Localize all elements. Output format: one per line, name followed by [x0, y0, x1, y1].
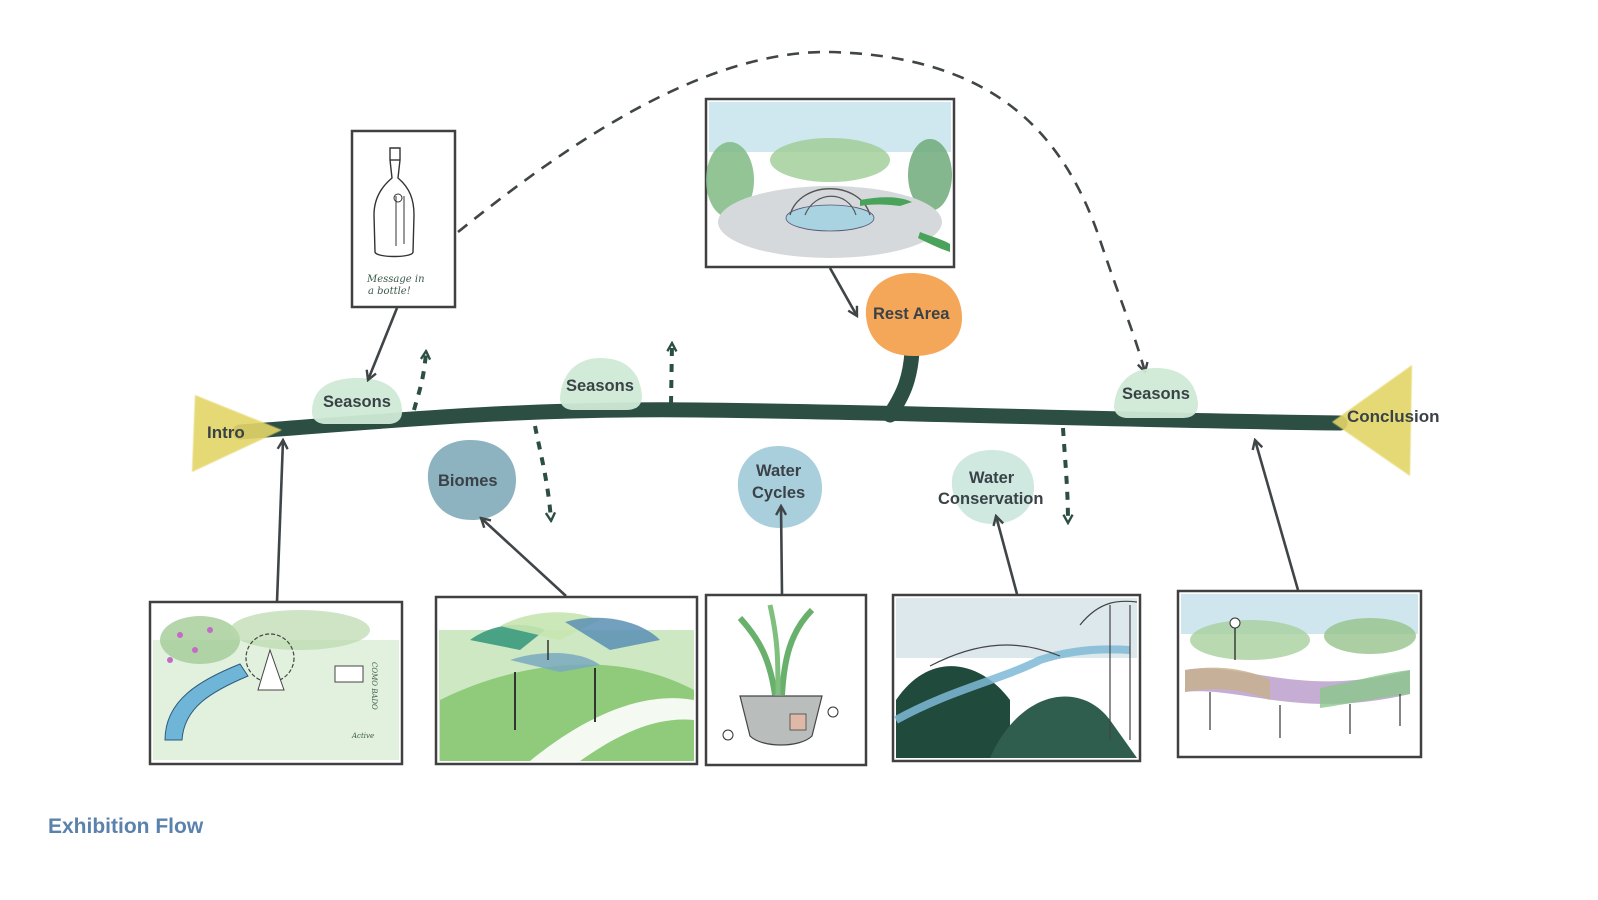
seasons-label-1: Seasons — [323, 393, 391, 411]
rest-area-blob — [865, 273, 962, 356]
biomes-blob — [427, 440, 516, 520]
bottle-sketch-icon — [373, 147, 415, 258]
conclusion-label: Conclusion — [1347, 407, 1440, 426]
intro-label: Intro — [207, 423, 245, 442]
arrow-bottle-to-seasons — [368, 307, 399, 380]
water-cycles-blob — [737, 446, 822, 528]
seasons-label-2: Seasons — [566, 377, 634, 395]
arrow-biomes-image-to-biomes — [481, 518, 567, 597]
diagram-caption: Exhibition Flow — [48, 815, 204, 838]
dashed-flow-arc — [457, 50, 1145, 372]
intro-triangle — [192, 395, 282, 472]
water-conservation-illustration — [891, 593, 1142, 763]
arrow-intro-image-to-intro — [275, 440, 283, 603]
arrow-water-conservation-image — [996, 516, 1019, 595]
bottle-sketch-card: Message in a bottle! — [350, 129, 457, 309]
water-cycles-label-line2: Cycles — [752, 484, 805, 502]
bottle-note-line2: a bottle! — [368, 286, 411, 297]
arrow-rest-image-to-rest-area — [828, 267, 857, 316]
seasons-blob-1 — [312, 378, 402, 424]
biomes-label: Biomes — [438, 472, 498, 490]
water-conservation-label-line2: Conservation — [938, 490, 1043, 508]
conclusion-triangle — [1332, 365, 1412, 476]
rest-area-stem — [882, 344, 920, 423]
rest-area-illustration — [704, 97, 956, 269]
seasons-blob-2 — [560, 358, 642, 410]
biomes-illustration — [434, 595, 699, 766]
seasons-blob-3 — [1114, 368, 1198, 418]
bottle-note-line1: Message in — [366, 274, 425, 285]
branch-arrow-down-1 — [533, 425, 551, 520]
branch-arrow-up-1 — [412, 352, 426, 411]
water-conservation-blob — [951, 450, 1034, 524]
seasons-label-3: Seasons — [1122, 385, 1190, 403]
rest-area-label: Rest Area — [873, 305, 950, 323]
branch-arrow-up-2 — [671, 344, 672, 405]
arrow-conclusion-image — [1255, 440, 1300, 591]
arrow-water-cycles-image — [781, 506, 782, 595]
water-cycles-label-line1: Water — [756, 462, 802, 480]
water-conservation-label-line1: Water — [969, 469, 1015, 487]
conclusion-illustration — [1176, 589, 1423, 759]
water-cycles-illustration — [704, 593, 868, 767]
intro-signature: Active — [351, 732, 374, 740]
branch-arrow-down-2 — [1061, 427, 1068, 522]
intro-sign-text: COMO BADO — [370, 662, 378, 710]
intro-illustration: COMO BADO Active — [148, 600, 404, 766]
